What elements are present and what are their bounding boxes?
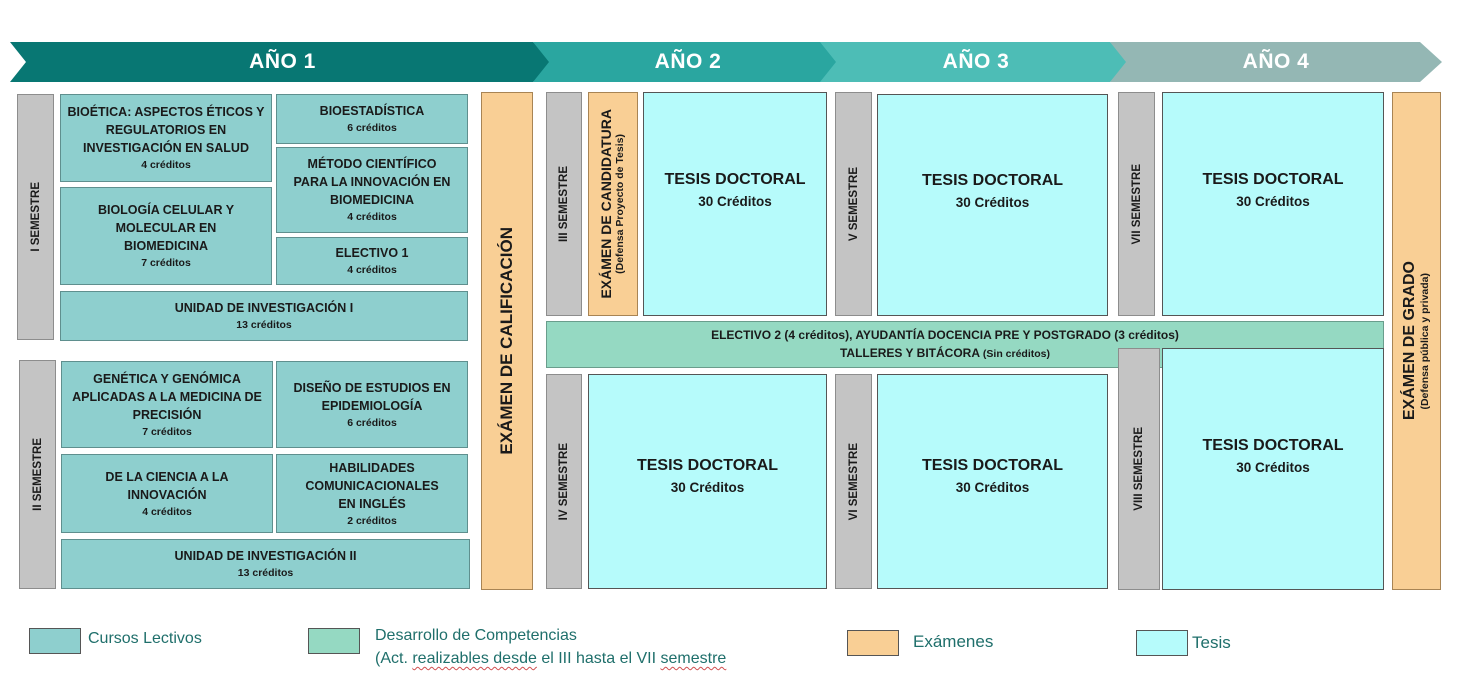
course-credits: 13 créditos — [236, 319, 292, 331]
course-title: UNIDAD DE INVESTIGACIÓN II — [174, 549, 357, 563]
year-2-label: AÑO 2 — [654, 50, 722, 73]
semester-7-label: VII SEMESTRE — [1130, 163, 1143, 245]
semester-4-label: IV SEMESTRE — [558, 442, 570, 521]
semester-6-bar: VI SEMESTRE — [835, 374, 872, 589]
legend-swatch-competencias — [308, 628, 360, 654]
thesis-sem-3: TESIS DOCTORAL 30 Créditos — [643, 92, 827, 316]
thesis-title: TESIS DOCTORAL — [921, 456, 1064, 474]
legend-sublabel-competencias: (Act. realizables desde el III hasta el … — [375, 650, 727, 667]
competencias-line-2: TALLERES Y BITÁCORA — [839, 346, 980, 360]
year-2-banner: AÑO 2 — [533, 42, 843, 82]
year-4-label: AÑO 4 — [1242, 50, 1310, 73]
semester-5-label: V SEMESTRE — [847, 166, 860, 242]
semester-6-label: VI SEMESTRE — [847, 442, 860, 521]
legend-swatch-cursos — [29, 628, 81, 654]
thesis-sem-4: TESIS DOCTORAL 30 Créditos — [588, 374, 827, 589]
legend-label-competencias: Desarrollo de Competencias — [375, 627, 577, 644]
semester-1-bar: I SEMESTRE — [17, 94, 54, 340]
course-title: HABILIDADES COMUNICACIONALES EN INGLÉS — [305, 460, 439, 511]
course-metodo-cientifico: MÉTODO CIENTÍFICO PARA LA INNOVACIÓN EN … — [276, 147, 468, 233]
competencias-band: ELECTIVO 2 (4 créditos), AYUDANTÍA DOCEN… — [546, 321, 1384, 368]
competencias-note: (Sin créditos) — [982, 348, 1050, 360]
competencias-line-1: ELECTIVO 2 (4 créditos), AYUDANTÍA DOCEN… — [711, 328, 1179, 342]
thesis-sem-8: TESIS DOCTORAL 30 Créditos — [1162, 348, 1384, 590]
course-title: BIOLOGÍA CELULAR Y MOLECULAR EN BIOMEDIC… — [97, 203, 235, 253]
course-credits: 13 créditos — [237, 567, 294, 579]
thesis-sem-5: TESIS DOCTORAL 30 Créditos — [877, 94, 1108, 316]
year-3-label: AÑO 3 — [942, 50, 1010, 73]
year-4-banner: AÑO 4 — [1110, 42, 1442, 82]
course-credits: 7 créditos — [142, 425, 192, 438]
course-genetica: GENÉTICA Y GENÓMICA APLICADAS A LA MEDIC… — [61, 361, 273, 448]
course-ciencia-innovacion: DE LA CIENCIA A LA INNOVACIÓN 4 créditos — [61, 454, 273, 533]
course-credits: 4 créditos — [141, 159, 191, 171]
thesis-title: TESIS DOCTORAL — [636, 456, 779, 474]
course-unidad-investigacion-2: UNIDAD DE INVESTIGACIÓN II 13 créditos — [61, 539, 470, 589]
semester-8-bar: VIII SEMESTRE — [1118, 348, 1160, 590]
semester-1-label: I SEMESTRE — [29, 182, 42, 252]
thesis-credits: 30 Créditos — [1236, 194, 1310, 209]
course-diseno-estudios: DISEÑO DE ESTUDIOS EN EPIDEMIOLOGÍA 6 cr… — [276, 361, 468, 448]
semester-7-bar: VII SEMESTRE — [1118, 92, 1155, 316]
exam-grado-sub: (Defensa pública y privada) — [1418, 272, 1431, 410]
course-title: MÉTODO CIENTÍFICO PARA LA INNOVACIÓN EN … — [293, 157, 451, 207]
course-title: UNIDAD DE INVESTIGACIÓN I — [174, 301, 354, 315]
thesis-credits: 30 Créditos — [955, 479, 1030, 495]
course-title: DE LA CIENCIA A LA INNOVACIÓN — [105, 469, 229, 502]
course-title: GENÉTICA Y GENÓMICA APLICADAS A LA MEDIC… — [72, 371, 262, 422]
thesis-credits: 30 Créditos — [1236, 460, 1310, 475]
thesis-title: TESIS DOCTORAL — [664, 171, 806, 188]
course-credits: 4 créditos — [347, 264, 397, 276]
exam-grado-label: EXÁMEN DE GRADO — [1400, 261, 1418, 421]
semester-3-label: III SEMESTRE — [558, 165, 570, 243]
course-electivo-1: ELECTIVO 1 4 créditos — [276, 237, 468, 285]
thesis-credits: 30 Créditos — [698, 194, 772, 209]
course-credits: 2 créditos — [347, 514, 397, 527]
semester-3-bar: III SEMESTRE — [546, 92, 582, 316]
thesis-sem-6: TESIS DOCTORAL 30 Créditos — [877, 374, 1108, 589]
semester-5-bar: V SEMESTRE — [835, 92, 872, 316]
course-credits: 6 créditos — [347, 122, 397, 134]
course-credits: 4 créditos — [142, 505, 192, 518]
course-title: BIOESTADÍSTICA — [319, 104, 425, 118]
course-credits: 7 créditos — [141, 257, 191, 269]
thesis-credits: 30 Créditos — [955, 195, 1030, 210]
course-unidad-investigacion-1: UNIDAD DE INVESTIGACIÓN I 13 créditos — [60, 291, 468, 341]
year-1-label: AÑO 1 — [249, 50, 316, 73]
exam-calificacion: EXÁMEN DE CALIFICACIÓN — [481, 92, 533, 590]
course-credits: 4 créditos — [347, 211, 397, 223]
course-title: DISEÑO DE ESTUDIOS EN EPIDEMIOLOGÍA — [293, 380, 451, 413]
course-credits: 6 créditos — [347, 416, 397, 429]
exam-candidatura: EXÁMEN DE CANDIDATURA (Defensa Proyecto … — [588, 92, 638, 316]
legend-label-examenes: Exámenes — [913, 632, 994, 651]
semester-2-bar: II SEMESTRE — [19, 360, 56, 589]
exam-calificacion-label: EXÁMEN DE CALIFICACIÓN — [497, 227, 516, 455]
semester-2-label: II SEMESTRE — [31, 438, 44, 511]
exam-grado: EXÁMEN DE GRADO (Defensa pública y priva… — [1392, 92, 1441, 590]
semester-8-label: VIII SEMESTRE — [1133, 427, 1145, 511]
course-title: ELECTIVO 1 — [335, 246, 409, 260]
thesis-title: TESIS DOCTORAL — [1202, 171, 1344, 188]
course-title: BIOÉTICA: ASPECTOS ÉTICOS Y REGULATORIOS… — [67, 105, 265, 155]
semester-4-bar: IV SEMESTRE — [546, 374, 582, 589]
legend-label-tesis: Tesis — [1192, 633, 1231, 652]
legend-swatch-tesis — [1136, 630, 1188, 656]
course-biologia: BIOLOGÍA CELULAR Y MOLECULAR EN BIOMEDIC… — [60, 187, 272, 285]
exam-candidatura-label: EXÁMEN DE CANDIDATURA — [598, 109, 614, 299]
legend-swatch-examenes — [847, 630, 899, 656]
year-3-banner: AÑO 3 — [820, 42, 1132, 82]
legend-label-cursos: Cursos Lectivos — [88, 630, 202, 647]
thesis-title: TESIS DOCTORAL — [1202, 437, 1344, 454]
course-habilidades-ingles: HABILIDADES COMUNICACIONALES EN INGLÉS 2… — [276, 454, 468, 533]
exam-candidatura-sub: (Defensa Proyecto de Tesis) — [614, 134, 626, 274]
thesis-title: TESIS DOCTORAL — [921, 172, 1064, 189]
year-1-banner: AÑO 1 — [10, 42, 555, 82]
course-bioetica: BIOÉTICA: ASPECTOS ÉTICOS Y REGULATORIOS… — [60, 94, 272, 182]
thesis-credits: 30 Créditos — [670, 479, 745, 495]
course-bioestadistica: BIOESTADÍSTICA 6 créditos — [276, 94, 468, 144]
thesis-sem-7: TESIS DOCTORAL 30 Créditos — [1162, 92, 1384, 316]
